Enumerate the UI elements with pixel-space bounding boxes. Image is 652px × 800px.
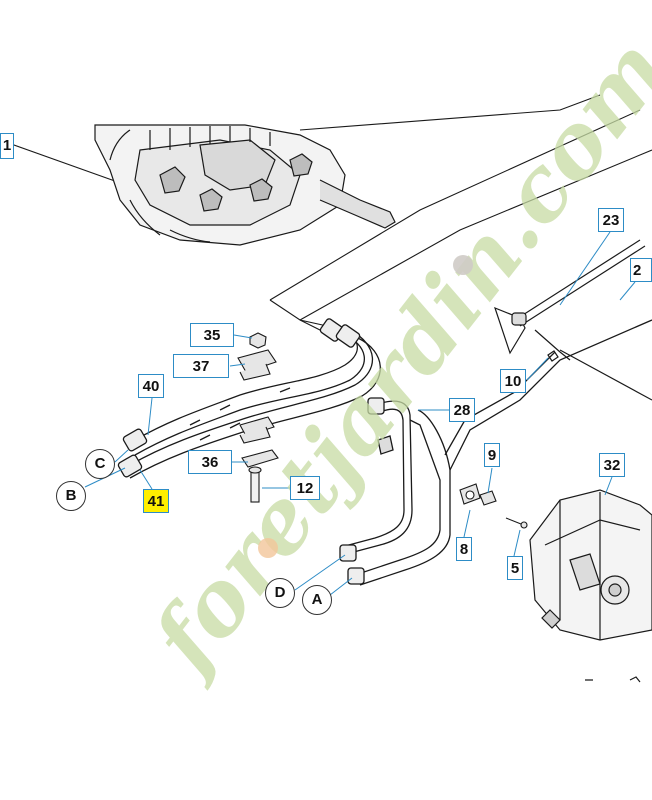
callout-36[interactable]: 36: [188, 450, 232, 474]
hydraulic-hoses-40-41: [117, 318, 381, 479]
callout-1[interactable]: 1: [0, 133, 14, 159]
connector-b[interactable]: B: [56, 481, 86, 511]
callout-32[interactable]: 32: [599, 453, 625, 477]
clamp-parts: [237, 332, 279, 503]
hydraulic-hose-28: [339, 319, 652, 586]
callout-37[interactable]: 37: [173, 354, 229, 378]
callout-28[interactable]: 28: [449, 398, 475, 422]
callout-10[interactable]: 10: [500, 369, 526, 393]
connector-a[interactable]: A: [302, 585, 332, 615]
callout-leaders: [84, 231, 636, 596]
transmission-assembly: [94, 124, 396, 246]
connector-c[interactable]: C: [85, 449, 115, 479]
callout-12[interactable]: 12: [290, 476, 320, 500]
connector-d[interactable]: D: [265, 578, 295, 608]
callout-5[interactable]: 5: [507, 556, 523, 580]
callout-35[interactable]: 35: [190, 323, 234, 347]
callout-8[interactable]: 8: [456, 537, 472, 561]
callout-9[interactable]: 9: [484, 443, 500, 467]
part-32-housing: [529, 489, 652, 683]
callout-23[interactable]: 23: [598, 208, 624, 232]
callout-41-highlighted[interactable]: 41: [143, 489, 169, 513]
fitting-parts-8-9-5: [459, 483, 528, 529]
frame-lines: [0, 94, 652, 336]
callout-2[interactable]: 2: [630, 258, 652, 282]
callout-40[interactable]: 40: [138, 374, 164, 398]
